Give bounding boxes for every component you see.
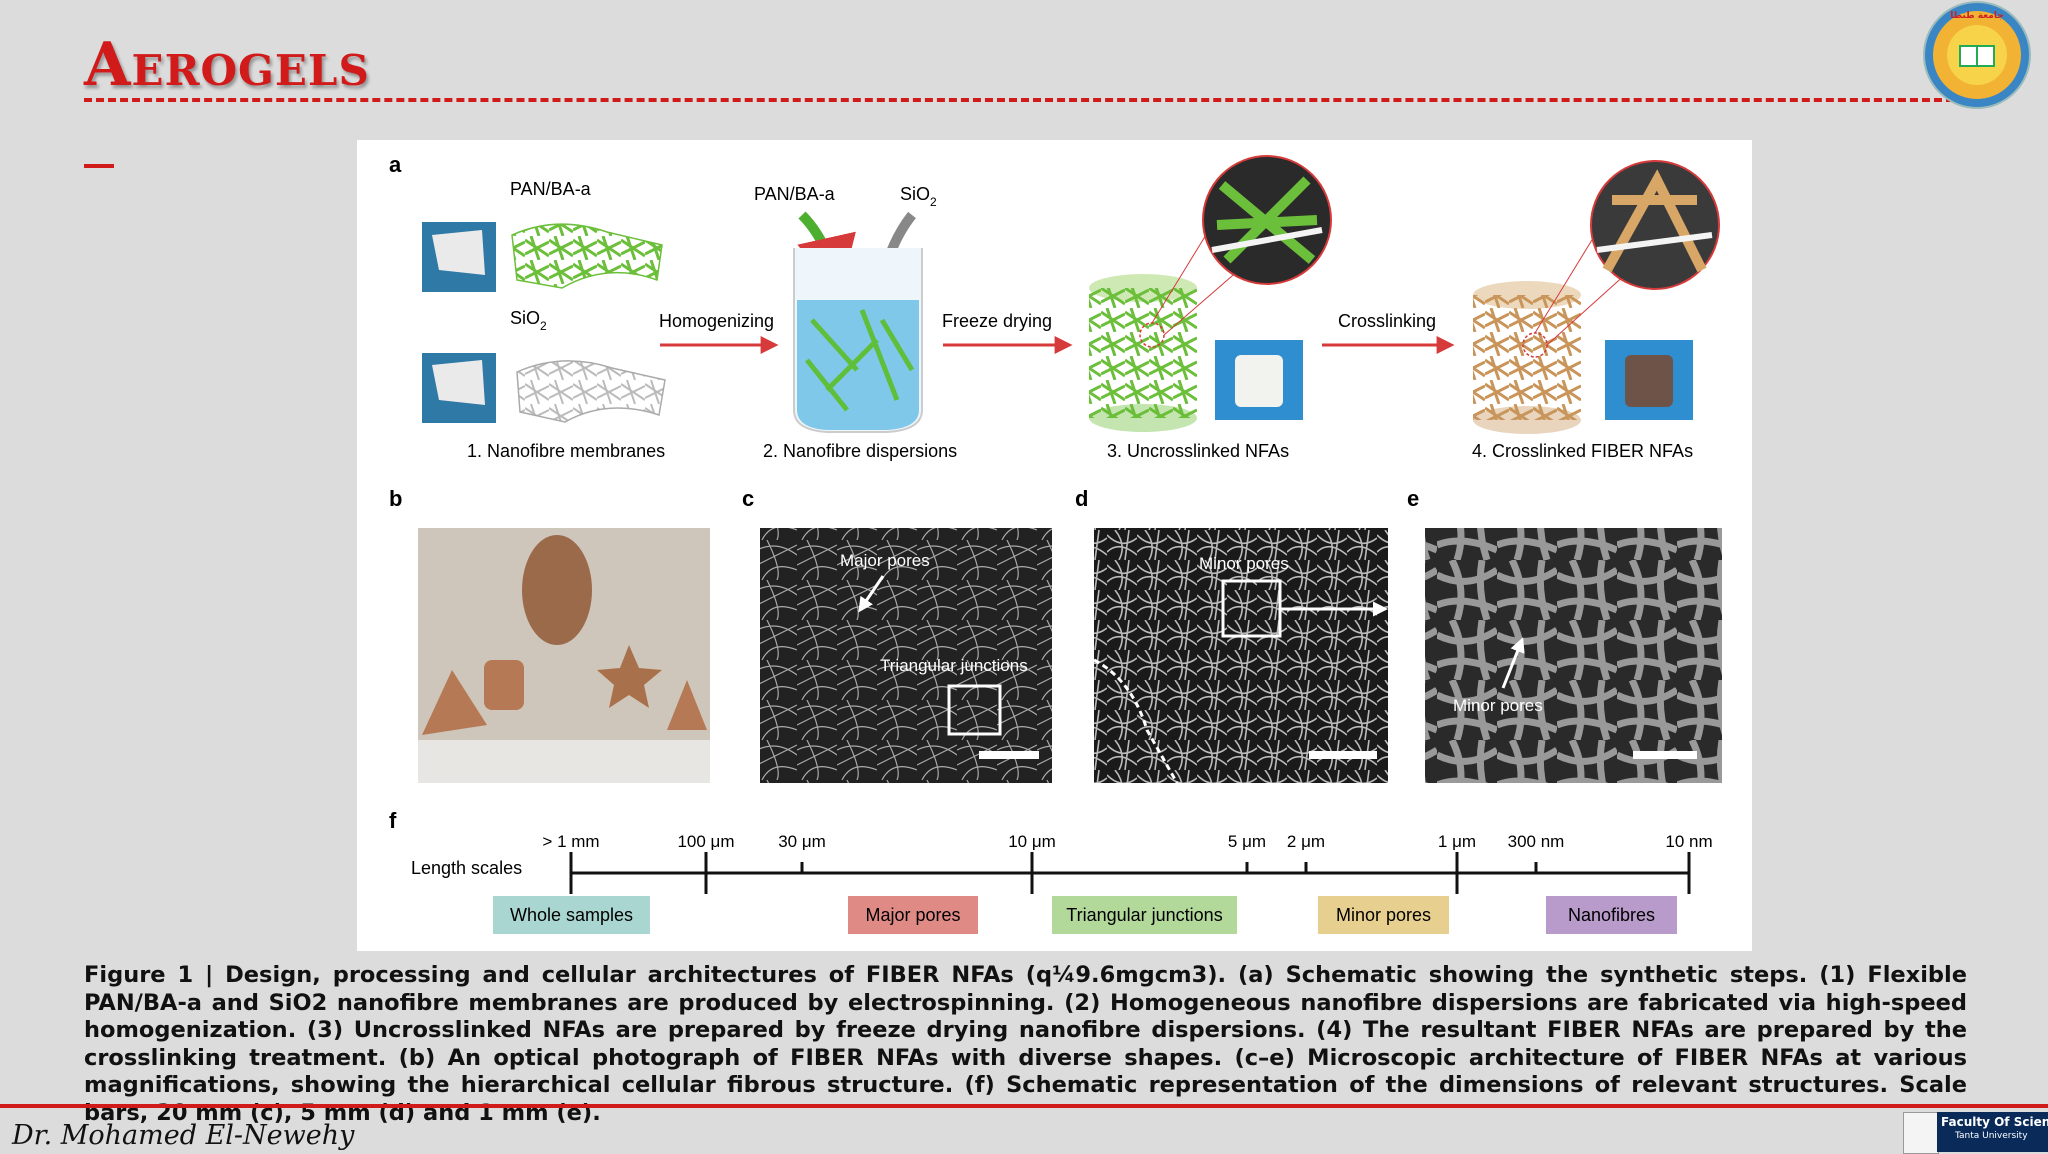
figure-svg: a PAN/BA-a SiO2 1. Nanofibre membranes H…: [357, 140, 1752, 951]
triangular-junctions-label: Triangular junctions: [880, 656, 1028, 675]
ear-sample: [522, 535, 592, 645]
length-scale-categories: Whole samples Major pores Triangular junct…: [493, 896, 1677, 934]
panel-e-label: e: [1407, 486, 1419, 511]
crosslinked-cylinder-base: [1473, 406, 1581, 434]
freeze-drying-label: Freeze drying: [942, 311, 1052, 331]
uncrosslinked-cylinder-base: [1089, 404, 1197, 432]
faculty-university: Tanta University: [1941, 1129, 2048, 1143]
panel-b-label: b: [389, 486, 402, 511]
category-label: Major pores: [865, 905, 960, 925]
uncrosslinked-sample: [1235, 355, 1283, 407]
caption-step1: 1. Nanofibre membranes: [467, 441, 665, 461]
uncrosslinked-cylinder: [1089, 288, 1197, 418]
faculty-logo-icon: [1903, 1112, 1939, 1154]
minor-pores-label-d: Minor pores: [1199, 554, 1289, 573]
scale-tick-label: 300 nm: [1508, 832, 1565, 851]
logo-text: جامعة طنطا: [1950, 11, 2003, 21]
university-logo: جامعة طنطا: [1918, 0, 2036, 110]
slide-title: Aerogels: [84, 30, 370, 100]
faculty-name: Faculty Of Science: [1941, 1115, 2048, 1129]
homogenizing-label: Homogenizing: [659, 311, 774, 331]
scale-tick-label: 5 μm: [1228, 832, 1266, 851]
panel-d-label: d: [1075, 486, 1088, 511]
cylinder-sample: [484, 660, 524, 710]
category-label: Triangular junctions: [1066, 905, 1222, 925]
beaker-sio2-label: SiO2: [900, 184, 937, 209]
scale-tick-label: 10 nm: [1665, 832, 1712, 851]
scale-tick-label: > 1 mm: [542, 832, 599, 851]
scale-tick-label: 1 μm: [1438, 832, 1476, 851]
membrane-sheet-sio2: [432, 360, 485, 405]
photo-ruler: [418, 740, 710, 783]
author-name: Dr. Mohamed El-Newehy: [12, 1120, 354, 1151]
caption-step3: 3. Uncrosslinked NFAs: [1107, 441, 1289, 461]
crosslinking-label: Crosslinking: [1338, 311, 1436, 331]
scale-bar-d: [1309, 751, 1377, 759]
panel-a-label: a: [389, 152, 402, 177]
category-label: Minor pores: [1336, 905, 1431, 925]
caption-step2: 2. Nanofibre dispersions: [763, 441, 957, 461]
scale-bar-c: [979, 751, 1039, 759]
major-pores-label: Major pores: [840, 551, 930, 570]
scale-tick-label: 30 μm: [778, 832, 826, 851]
title-underline-tail: [84, 164, 114, 168]
sio2-nanofibre-membrane: [517, 361, 665, 422]
category-label: Whole samples: [510, 905, 633, 925]
panel-c-label: c: [742, 486, 754, 511]
crosslinked-sample: [1625, 355, 1673, 407]
length-scale-ticks: > 1 mm 100 μm 30 μm 10 μm 5 μm 2 μm 1 μm 300 nm…: [542, 832, 1712, 894]
figure-panel: a PAN/BA-a SiO2 1. Nanofibre membranes H…: [357, 140, 1752, 951]
pan-label: PAN/BA-a: [510, 179, 592, 199]
scale-tick-label: 10 μm: [1008, 832, 1056, 851]
beaker-pan-label: PAN/BA-a: [754, 184, 836, 204]
category-label: Nanofibres: [1568, 905, 1655, 925]
sio2-label: SiO2: [510, 308, 547, 333]
figure-caption: Figure 1 | Design, processing and cellul…: [84, 962, 1967, 1128]
panel-f-label: f: [389, 808, 397, 833]
scale-tick-label: 2 μm: [1287, 832, 1325, 851]
beaker-liquid: [797, 300, 919, 430]
membrane-sheet-pan: [432, 230, 485, 275]
sem-image-e: [1425, 528, 1722, 783]
title-underline: [84, 98, 1954, 102]
crosslinked-cylinder: [1473, 295, 1581, 420]
faculty-badge: Faculty Of Science Tanta University: [1937, 1112, 2048, 1152]
footer-divider: [0, 1104, 2048, 1108]
minor-pores-label-e: Minor pores: [1453, 696, 1543, 715]
length-scales-label: Length scales: [411, 858, 522, 878]
pan-nanofibre-membrane: [512, 224, 662, 288]
caption-step4: 4. Crosslinked FIBER NFAs: [1472, 441, 1693, 461]
scale-bar-e: [1633, 751, 1697, 759]
scale-tick-label: 100 μm: [677, 832, 734, 851]
